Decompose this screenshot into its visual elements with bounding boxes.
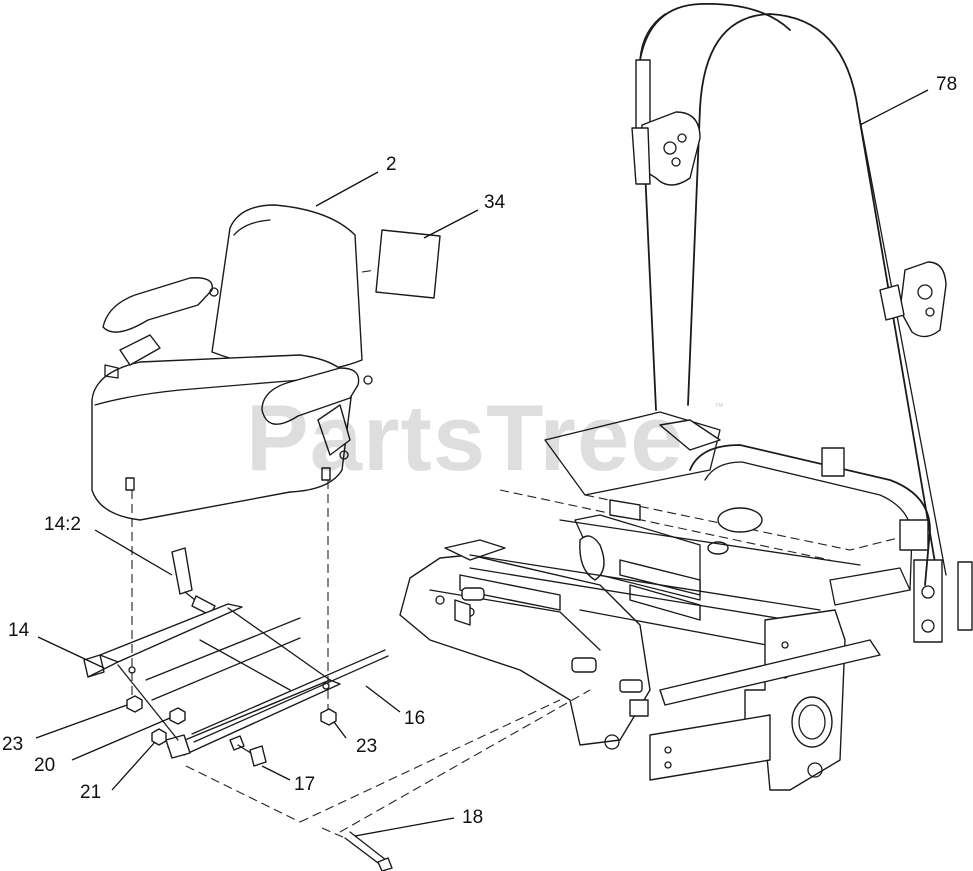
hardware-pin-18[interactable] bbox=[344, 831, 393, 871]
callout-14: 14 bbox=[8, 620, 30, 641]
operator-seat[interactable] bbox=[91, 204, 373, 521]
callout-leader-lines bbox=[35, 89, 929, 837]
callout-17: 17 bbox=[294, 774, 315, 795]
callout-23-left: 23 bbox=[2, 734, 23, 755]
watermark-trademark: ™ bbox=[714, 402, 724, 413]
mower-frame-chassis[interactable] bbox=[399, 411, 931, 791]
callout-2: 2 bbox=[386, 154, 397, 175]
callout-18: 18 bbox=[462, 807, 483, 828]
callout-14-2: 14:2 bbox=[44, 514, 81, 535]
callout-34: 34 bbox=[484, 192, 506, 213]
callout-16: 16 bbox=[404, 708, 425, 729]
callout-21: 21 bbox=[80, 782, 101, 803]
hardware-nut-21[interactable] bbox=[151, 728, 167, 746]
callout-20: 20 bbox=[34, 755, 55, 776]
seat-decal[interactable] bbox=[375, 229, 441, 299]
hardware-bolt-17[interactable] bbox=[229, 735, 267, 767]
callout-78: 78 bbox=[936, 74, 957, 95]
hardware-nut-23-right[interactable] bbox=[320, 708, 337, 726]
roll-over-protection-bar[interactable] bbox=[631, 3, 973, 643]
watermark-text: PartsTree bbox=[246, 385, 684, 490]
callout-23-right: 23 bbox=[356, 736, 377, 757]
assembly-guide-lines bbox=[131, 269, 591, 839]
hardware-nut-23-left[interactable] bbox=[126, 695, 143, 713]
hardware-nut-20[interactable] bbox=[169, 707, 186, 725]
seat-mounting-plate[interactable] bbox=[83, 547, 389, 759]
